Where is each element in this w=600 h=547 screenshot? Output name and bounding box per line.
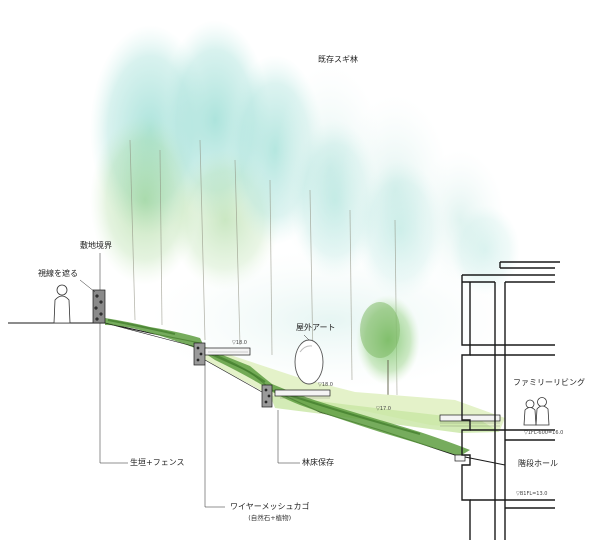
label-wire-mesh-basket-sub: (自然石+植物) (248, 514, 292, 522)
label-block-view: 視線を遮る (38, 269, 78, 278)
label-site-boundary: 敷地境界 (80, 241, 112, 250)
outdoor-art-object (294, 339, 324, 385)
level-marker-3: ▽17.0 (376, 406, 391, 412)
label-family-living: ファミリーリビング (513, 378, 585, 387)
label-outdoor-art: 屋外アート (296, 323, 336, 332)
label-wire-mesh-basket-main: ワイヤーメッシュカゴ (230, 502, 310, 511)
cedar-canopy (90, 20, 520, 390)
label-stair-hall: 階段ホール (518, 459, 558, 468)
gabion-walls (92, 289, 273, 408)
person-right-1 (523, 399, 537, 426)
level-marker-2: ▽18.0 (318, 382, 333, 388)
level-marker-5: ▽B1FL=13.0 (516, 491, 548, 497)
hatch-marks (208, 351, 500, 427)
label-wire-mesh-basket: ワイヤーメッシュカゴ (自然石+植物) (230, 503, 309, 522)
small-tree (356, 295, 420, 395)
leader-lines (79, 253, 310, 508)
people (53, 284, 550, 426)
planters (204, 347, 501, 462)
person-left (53, 284, 71, 324)
label-existing-cedar-forest: 既存スギ林 (318, 55, 358, 64)
person-right-2 (535, 397, 550, 426)
level-marker-1: ▽18.0 (232, 340, 247, 346)
terrain (8, 318, 506, 466)
label-hedge-fence: 生垣+フェンス (130, 458, 185, 467)
level-marker-4: ▽1FL-600=16.0 (524, 430, 564, 436)
label-forest-floor: 林床保存 (302, 458, 334, 467)
building-section (461, 261, 560, 540)
